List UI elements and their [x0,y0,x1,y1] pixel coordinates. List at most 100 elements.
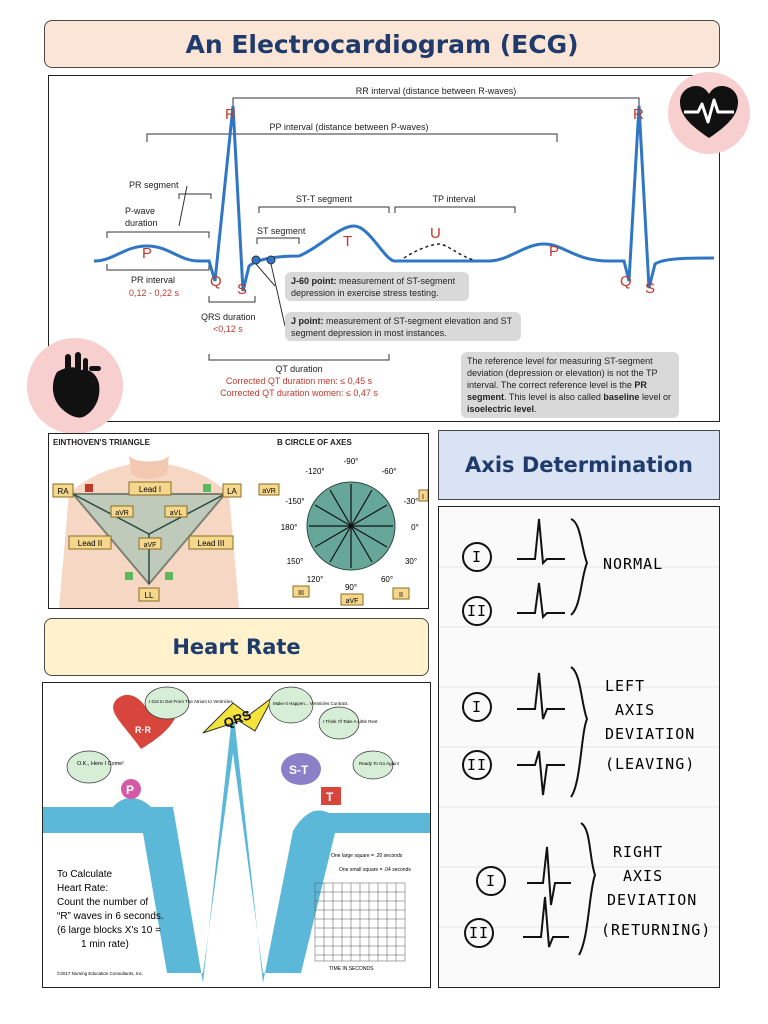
axis-determination-banner: Axis Determination [438,430,720,500]
axis-label-60: 60° [381,575,393,584]
ref-text-4: . [534,404,537,414]
rr-interval-label: RR interval (distance between R-waves) [356,86,517,96]
qt-women-label: Corrected QT duration women: ≤ 0,47 s [220,388,378,398]
tp-interval-label: TP interval [433,194,476,204]
wave-p-label-1: P [142,245,152,262]
lead-iii-label: Lead III [198,539,225,548]
normal-lead-ii: II [467,602,487,620]
wave-r-label-1: R [225,106,236,123]
circle-avf-box: aVF [346,598,359,605]
right-lead-ii: II [469,924,489,942]
ref-text-3: level or [639,392,671,402]
copyright: ©2017 Nursing Education Consultants, Inc… [57,970,143,976]
normal-label: NORMAL [603,555,663,573]
ecg-trace [93,105,715,292]
circle-of-axes-title: B CIRCLE OF AXES [277,438,352,447]
axis-label-120: 120° [307,575,324,584]
bubble-atrium: I Got to Get From The Atrium to Ventricl… [149,699,233,704]
ref-bold-2: baseline [603,392,640,402]
right-label-2: AXIS [623,867,663,885]
wave-p-label-2: P [549,243,559,260]
einthoven-title: EINTHOVEN'S TRIANGLE [53,438,151,447]
axis-determination-title: Axis Determination [465,453,693,477]
wave-s-label-2: S [645,280,655,297]
j-point-title: J point: [291,316,324,326]
j60-point-note: J-60 point: measurement of ST-segment de… [285,272,469,301]
circle-i-box: I [422,494,424,501]
axis-label-neg150: -150° [285,497,304,506]
right-lead-i: I [486,872,496,890]
left-label-1: LEFT [605,677,645,695]
axis-determination-panel: I II I II I II NORMAL LEFT AXIS DEVIATIO… [438,506,720,988]
ref-text-1: The reference level for measuring ST-seg… [467,356,658,390]
axis-label-neg120: -120° [305,467,324,476]
heart-rate-title: Heart Rate [172,635,301,659]
wave-t-label: T [343,233,352,250]
avr-triangle-label: aVR [115,510,129,517]
page-title: An Electrocardiogram (ECG) [185,29,579,59]
left-lead-ii: II [467,756,487,774]
axis-determination-sketch: I II I II I II NORMAL LEFT AXIS DEVIATIO… [439,518,719,956]
qt-men-label: Corrected QT duration men: ≤ 0,45 s [226,376,373,386]
lead-ii-label: Lead II [78,539,102,548]
p-wave-duration-label-1: P-wave [125,206,155,216]
st-t-segment-label: ST-T segment [296,194,353,204]
j-point-note: J point: measurement of ST-segment eleva… [285,312,521,341]
einthoven-panel: EINTHOVEN'S TRIANGLE B CIRCLE OF AXES Le… [48,433,429,609]
circle-avr-box: aVR [262,488,276,495]
axis-label-150: 150° [287,557,304,566]
heart-rate-banner: Heart Rate [44,618,429,676]
calc-line-4: “R” waves in 6 seconds. [57,911,164,922]
title-banner: An Electrocardiogram (ECG) [44,20,720,68]
wave-s-label-1: S [237,281,247,298]
calc-line-3: Count the number of [57,897,148,908]
grid-label-large: One large square = .20 seconds [331,853,403,859]
axis-label-0: 0° [411,523,419,532]
pr-interval-label: PR interval [131,275,175,285]
wave-q-label-1: Q [210,273,222,290]
ecg-diagram-panel: RR interval (distance between R-waves) P… [48,75,720,422]
avl-triangle-label: aVL [170,510,183,517]
calc-line-1: To Calculate [57,869,112,880]
la-label: LA [227,487,237,496]
bubble-ready: Ready To Go Again! [359,761,399,766]
j60-point-title: J-60 point: [291,276,337,286]
axis-label-90: 90° [345,583,357,592]
reference-level-note: The reference level for measuring ST-seg… [461,352,679,418]
axis-label-180: 180° [281,523,298,532]
avf-triangle-label: aVF [144,542,157,549]
j60-point-text: measurement of ST-segment depression in … [291,276,456,298]
axis-label-neg60: -60° [382,467,397,476]
p-character-label: P [126,783,134,797]
axis-label-30: 30° [405,557,417,566]
grid-label-small: One small square = .04 seconds [339,867,411,873]
p-wave-duration-label-2: duration [125,218,158,228]
heart-rate-panel: One large square = .20 seconds One small… [42,682,431,988]
left-label-3: DEVIATION [605,725,695,743]
bubble-happen: Make It Happen... Ventricles Contract. [273,701,349,706]
qrs-duration-value: <0,12 s [213,324,243,334]
ecg-waveform-diagram: RR interval (distance between R-waves) P… [93,86,715,398]
heart-rhythm-icon [668,72,750,154]
qrs-duration-label: QRS duration [201,312,256,322]
st-character-label: S-T [289,763,309,777]
right-label-4: (RETURNING) [601,921,711,939]
ra-label: RA [57,487,69,496]
pr-interval-value: 0,12 - 0,22 s [129,288,180,298]
left-lead-i: I [472,698,482,716]
pr-segment-label: PR segment [129,180,179,190]
ref-bold-3: isoelectric level [467,404,535,414]
axis-label-neg30: -30° [404,497,419,506]
left-label-4: (LEAVING) [605,755,695,773]
right-label-3: DEVIATION [607,891,697,909]
bubble-ok: O.K., Here I Come! [77,761,124,767]
ll-label: LL [145,591,154,600]
ref-text-2: . This level is also called [504,392,604,402]
right-label-1: RIGHT [613,843,663,861]
anatomical-heart-icon [27,338,123,434]
calc-line-2: Heart Rate: [57,883,108,894]
j-point-text: measurement of ST-segment elevation and … [291,316,512,338]
svg-text:R·R: R·R [135,725,151,735]
calc-line-6: 1 min rate) [81,939,129,950]
qt-duration-label: QT duration [275,364,322,374]
